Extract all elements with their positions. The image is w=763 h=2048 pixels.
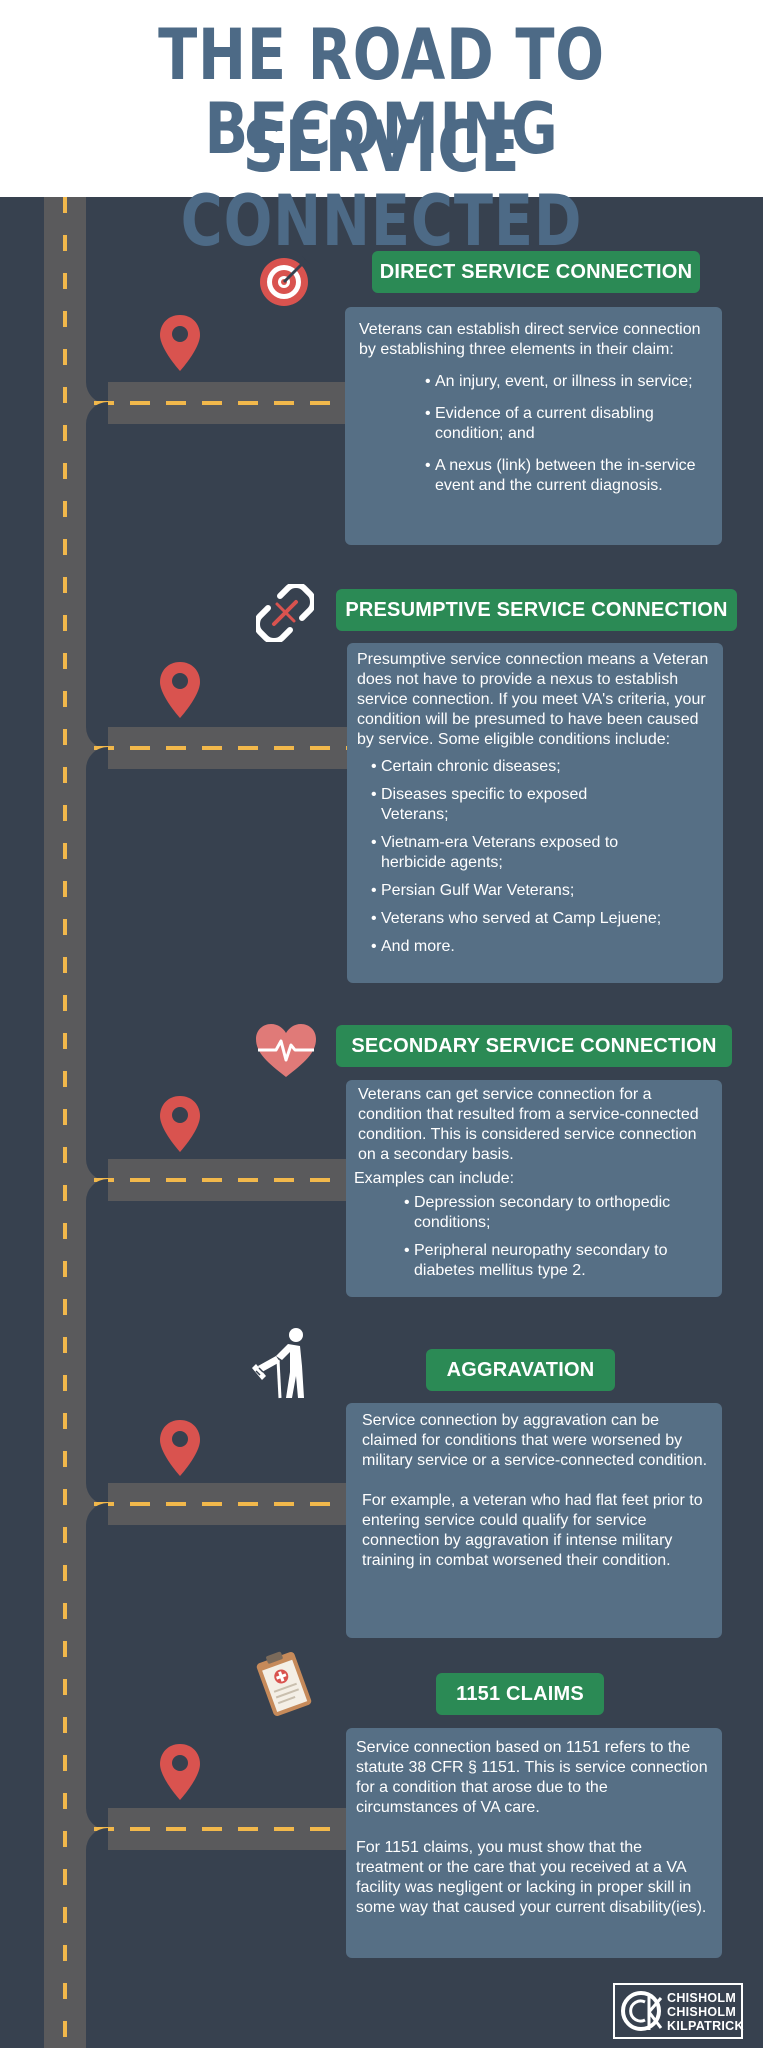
1151-claims-box: Service connection based on 1151 refers … — [346, 1728, 722, 1958]
list-item: Veterans who served at Camp Lejuene; — [371, 909, 713, 929]
header: THE ROAD TO BECOMING SERVICE CONNECTED — [0, 0, 763, 258]
medical-clipboard-icon — [256, 1651, 312, 1717]
heading-presumptive-service-connection: PRESUMPTIVE SERVICE CONNECTION — [336, 589, 737, 631]
direct-intro: Veterans can establish direct service co… — [359, 321, 701, 358]
list-item: Vietnam-era Veterans exposed to herbicid… — [371, 833, 641, 873]
injured-person-crutch-icon — [252, 1328, 304, 1399]
map-pin-icon — [160, 1744, 200, 1800]
cck-monogram-logo — [621, 1991, 663, 2031]
secondary-examples-label: Examples can include: — [354, 1170, 515, 1187]
branch-road-1 — [86, 382, 348, 424]
1151-paragraph-1: Service connection based on 1151 refers … — [356, 1739, 708, 1816]
heading-direct-service-connection: DIRECT SERVICE CONNECTION — [372, 251, 700, 293]
list-item: Depression secondary to orthopedic condi… — [404, 1193, 712, 1233]
map-pin-icon — [160, 315, 200, 371]
logo-line-3: KILPATRICK — [667, 2019, 744, 2033]
list-item: Evidence of a current disabling conditio… — [425, 404, 710, 444]
list-item: Peripheral neuropathy secondary to diabe… — [404, 1241, 712, 1281]
map-pin-icon — [160, 1096, 200, 1152]
list-item: Persian Gulf War Veterans; — [371, 881, 713, 901]
secondary-intro: Veterans can get service connection for … — [358, 1086, 699, 1163]
heading-1151-claims: 1151 CLAIMS — [436, 1673, 604, 1715]
branch-road-4 — [86, 1483, 348, 1525]
direct-bullet-list: An injury, event, or illness in service;… — [425, 372, 710, 496]
branch-road-5 — [86, 1808, 348, 1850]
main-road-center-line — [63, 197, 67, 2048]
presumptive-service-connection-box: Presumptive service connection means a V… — [347, 643, 723, 983]
aggravation-paragraph-2: For example, a veteran who had flat feet… — [362, 1492, 703, 1569]
direct-service-connection-box: Veterans can establish direct service co… — [345, 307, 722, 545]
map-pin-icon — [160, 662, 200, 718]
secondary-service-connection-box: Veterans can get service connection for … — [346, 1080, 722, 1297]
list-item: Diseases specific to exposed Veterans; — [371, 785, 601, 825]
broken-chain-icon — [256, 584, 314, 642]
list-item: An injury, event, or illness in service; — [425, 372, 710, 392]
logo-line-2: CHISHOLM — [667, 2005, 737, 2019]
1151-paragraph-2: For 1151 claims, you must show that the … — [356, 1839, 707, 1916]
aggravation-box: Service connection by aggravation can be… — [346, 1403, 722, 1638]
branch-road-3 — [86, 1159, 348, 1201]
aggravation-paragraph-1: Service connection by aggravation can be… — [362, 1412, 708, 1469]
presumptive-intro: Presumptive service connection means a V… — [357, 651, 709, 748]
secondary-bullet-list: Depression secondary to orthopedic condi… — [404, 1193, 712, 1281]
heading-secondary-service-connection: SECONDARY SERVICE CONNECTION — [336, 1025, 732, 1067]
page-title-line-2: SERVICE CONNECTED — [180, 106, 583, 262]
presumptive-bullet-list: Certain chronic diseases; Diseases speci… — [371, 757, 713, 957]
list-item: A nexus (link) between the in-service ev… — [425, 456, 710, 496]
logo-line-1: CHISHOLM — [667, 1991, 737, 2005]
heartbeat-icon — [256, 1024, 316, 1077]
heading-aggravation: AGGRAVATION — [426, 1349, 615, 1391]
list-item: And more. — [371, 937, 713, 957]
logo-text: CHISHOLM CHISHOLM KILPATRICK — [667, 1991, 744, 2033]
map-pin-icon — [160, 1420, 200, 1476]
company-logo: CHISHOLM CHISHOLM KILPATRICK — [613, 1983, 744, 2039]
branch-road-2 — [86, 727, 348, 769]
target-icon — [260, 256, 310, 306]
list-item: Certain chronic diseases; — [371, 757, 713, 777]
page-title-line-1: THE ROAD TO BECOMING — [158, 14, 605, 170]
